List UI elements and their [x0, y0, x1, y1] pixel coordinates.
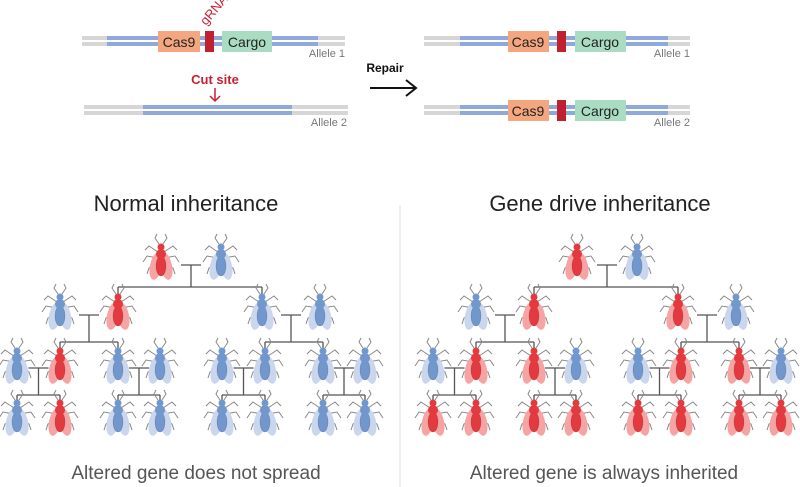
red-fly-icon	[558, 233, 596, 280]
cas9-box	[508, 31, 549, 52]
normal-caption: Altered gene does not spread	[71, 463, 320, 484]
red-fly-icon	[619, 389, 657, 436]
cas9-box	[158, 31, 200, 52]
blue-fly-icon	[243, 283, 281, 330]
red-fly-icon	[720, 337, 758, 384]
cargo-box	[575, 100, 626, 121]
red-fly-icon	[41, 389, 79, 436]
gene-drive-tree	[414, 233, 800, 436]
blue-fly-icon	[99, 337, 137, 384]
red-fly-icon	[515, 337, 553, 384]
blue-fly-icon	[0, 337, 36, 384]
blue-fly-icon	[99, 389, 137, 436]
blue-fly-icon	[246, 389, 284, 436]
blue-fly-icon	[346, 389, 384, 436]
grna-box	[557, 31, 566, 52]
red-fly-icon	[457, 337, 495, 384]
red-fly-icon	[557, 389, 595, 436]
blue-fly-icon	[762, 337, 800, 384]
red-fly-icon	[99, 283, 137, 330]
cas9-label: Cas9	[163, 34, 196, 50]
blue-fly-icon	[414, 337, 452, 384]
red-fly-icon	[762, 389, 800, 436]
normal-title: Normal inheritance	[94, 191, 279, 216]
red-fly-icon	[720, 389, 758, 436]
allele-1-before: Cas9 gRNA Cargo Allele 1	[82, 0, 345, 60]
blue-fly-icon	[304, 389, 342, 436]
allele-2-label: Allele 2	[311, 117, 347, 129]
red-fly-icon	[515, 283, 553, 330]
blue-fly-icon	[457, 283, 495, 330]
blue-fly-icon	[717, 283, 755, 330]
allele-1-label: Allele 1	[654, 48, 690, 60]
normal-inheritance-tree	[0, 233, 384, 436]
repair-label: Repair	[366, 61, 404, 75]
allele-1-label: Allele 1	[309, 48, 345, 60]
cut-site-label: Cut site	[191, 72, 239, 87]
blue-fly-icon	[304, 337, 342, 384]
red-fly-icon	[41, 337, 79, 384]
cas9-label: Cas9	[512, 103, 545, 119]
blue-fly-icon	[141, 389, 179, 436]
cargo-box	[575, 31, 626, 52]
grna-box	[205, 31, 214, 52]
blue-fly-icon	[203, 389, 241, 436]
red-fly-icon	[662, 389, 700, 436]
drive-caption: Altered gene is always inherited	[470, 463, 738, 484]
blue-fly-icon	[301, 283, 339, 330]
red-fly-icon	[142, 233, 180, 280]
blue-fly-icon	[619, 337, 657, 384]
allele-2-after: Cas9 Cargo Allele 2	[424, 100, 690, 129]
blue-fly-icon	[246, 337, 284, 384]
grna-label: gRNA	[197, 0, 231, 28]
cut-arrow-icon	[209, 88, 221, 103]
repair-arrow-icon	[370, 79, 418, 97]
drive-title: Gene drive inheritance	[489, 191, 710, 216]
allele-2-before: Cut site Allele 2	[84, 72, 348, 129]
blue-fly-icon	[618, 233, 656, 280]
blue-fly-icon	[202, 233, 240, 280]
allele-2-label: Allele 2	[654, 117, 690, 129]
cargo-label: Cargo	[228, 34, 266, 50]
cas9-box	[508, 100, 549, 121]
red-fly-icon	[515, 389, 553, 436]
allele-1-after: Cas9 Cargo Allele 1	[424, 31, 690, 60]
red-fly-icon	[414, 389, 452, 436]
cargo-label: Cargo	[581, 34, 619, 50]
blue-fly-icon	[346, 337, 384, 384]
blue-fly-icon	[141, 337, 179, 384]
grna-box	[557, 100, 566, 121]
blue-fly-icon	[557, 337, 595, 384]
blue-fly-icon	[203, 337, 241, 384]
cas9-label: Cas9	[512, 34, 545, 50]
cargo-label: Cargo	[581, 103, 619, 119]
blue-fly-icon	[0, 389, 36, 436]
blue-fly-icon	[41, 283, 79, 330]
red-fly-icon	[457, 389, 495, 436]
red-fly-icon	[659, 283, 697, 330]
red-fly-icon	[662, 337, 700, 384]
cargo-box	[222, 31, 272, 52]
